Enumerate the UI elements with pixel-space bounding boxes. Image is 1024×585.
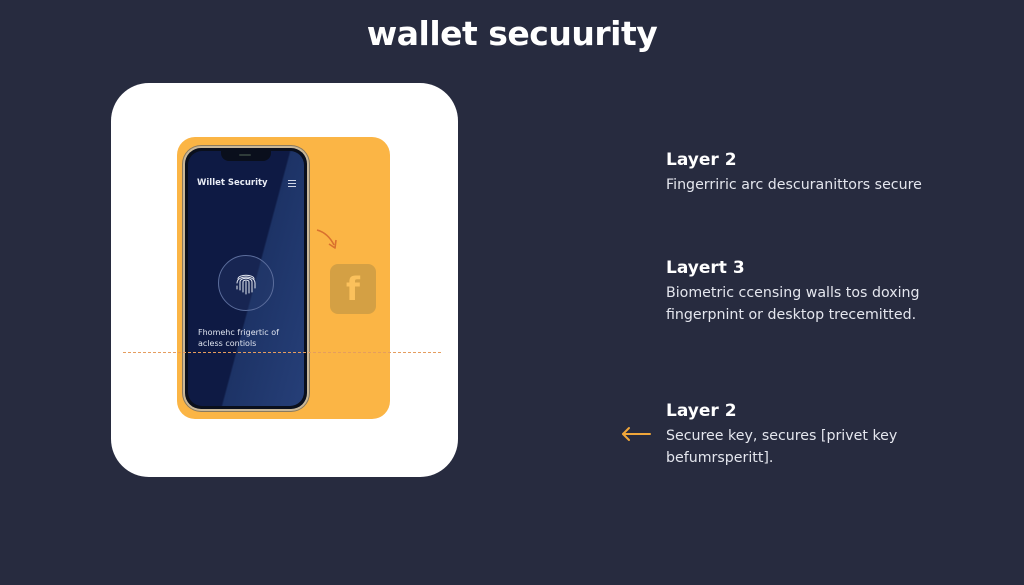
fingerprint-button[interactable] [218, 255, 274, 311]
layer-description-line: Biometric ccensing walls tos doxing [666, 285, 920, 301]
fingerprint-icon [236, 274, 256, 295]
layer-description-line: Securee key, secures [privet key [666, 428, 898, 444]
facebook-tile[interactable]: f [330, 264, 376, 314]
layer-title: Layert 3 [666, 258, 745, 278]
facebook-icon: f [346, 270, 360, 308]
phone-notch [221, 151, 271, 161]
layer-title: Layer 2 [666, 401, 737, 421]
dashed-divider [123, 352, 441, 353]
screen-caption: Fhomehc frigertic of acless contiols [198, 328, 279, 348]
phone-mockup: Willet Security Fhomehc frigertic of acl… [183, 146, 309, 411]
phone-bezel: Willet Security Fhomehc frigertic of acl… [185, 148, 307, 409]
layer-block-2: Layert 3 Biometric ccensing walls tos do… [666, 258, 966, 326]
layer-title: Layer 2 [666, 150, 737, 170]
layer-block-3: Layer 2 Securee key, secures [privet key… [666, 401, 966, 469]
screen-title: Willet Security [197, 178, 268, 188]
layer-description-line: Fingerriric arc descuranittors secure [666, 177, 922, 193]
layer-description-line: befumrsperitt]. [666, 450, 774, 466]
curved-arrow-icon [316, 229, 337, 249]
hamburger-menu-icon[interactable] [288, 180, 296, 187]
left-arrow-icon [622, 427, 651, 441]
phone-screen: Willet Security Fhomehc frigertic of acl… [188, 151, 304, 406]
page-title: wallet secuurity [366, 14, 658, 53]
layer-block-1: Layer 2 Fingerriric arc descuranittors s… [666, 150, 966, 196]
layer-description-line: fingerpnint or desktop trecemitted. [666, 307, 917, 323]
